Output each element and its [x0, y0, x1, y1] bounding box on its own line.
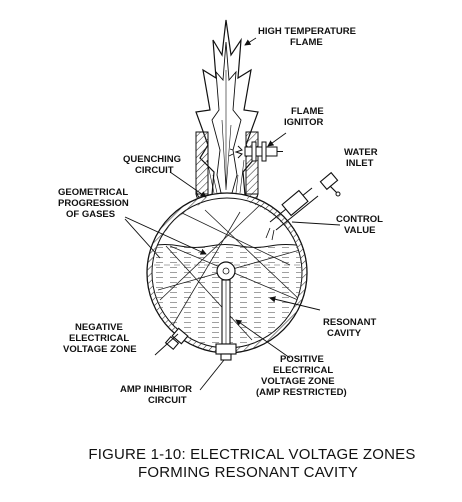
svg-text:(AMP RESTRICTED): (AMP RESTRICTED)	[256, 387, 347, 398]
svg-text:ELECTRICAL: ELECTRICAL	[69, 333, 129, 344]
water-inlet-valve	[265, 171, 341, 241]
svg-text:WATER: WATER	[344, 147, 378, 158]
svg-text:OF GASES: OF GASES	[66, 209, 115, 220]
svg-text:INLET: INLET	[346, 158, 374, 169]
svg-text:QUENCHING: QUENCHING	[123, 154, 181, 165]
svg-text:VOLTAGE ZONE: VOLTAGE ZONE	[63, 344, 137, 355]
svg-text:FLAME: FLAME	[290, 37, 323, 48]
svg-text:FIGURE 1-10: ELECTRICAL VOLTAG: FIGURE 1-10: ELECTRICAL VOLTAGE ZONES	[88, 446, 415, 463]
svg-text:CAVITY: CAVITY	[327, 328, 362, 339]
svg-text:ELECTRICAL: ELECTRICAL	[273, 365, 333, 376]
figure-caption: FIGURE 1-10: ELECTRICAL VOLTAGE ZONES FO…	[88, 446, 415, 481]
svg-text:NEGATIVE: NEGATIVE	[75, 322, 123, 333]
svg-text:CIRCUIT: CIRCUIT	[148, 395, 187, 406]
svg-text:GEOMETRICAL: GEOMETRICAL	[58, 187, 128, 198]
label-geometrical: GEOMETRICAL PROGRESSION OF GASES	[58, 187, 129, 220]
svg-text:CIRCUIT: CIRCUIT	[135, 165, 174, 176]
svg-text:FLAME: FLAME	[291, 106, 324, 117]
svg-text:POSITIVE: POSITIVE	[280, 354, 324, 365]
flame-ignitor	[228, 141, 283, 162]
svg-text:HIGH TEMPERATURE: HIGH TEMPERATURE	[258, 26, 356, 37]
svg-text:AMP INHIBITOR: AMP INHIBITOR	[120, 384, 192, 395]
svg-text:IGNITOR: IGNITOR	[284, 117, 324, 128]
negative-electrode-plug	[164, 327, 189, 351]
svg-text:RESONANT: RESONANT	[323, 317, 377, 328]
svg-text:VALUE: VALUE	[344, 225, 376, 236]
label-water-inlet: WATER INLET	[344, 147, 378, 169]
label-flame: HIGH TEMPERATURE FLAME	[258, 26, 356, 48]
label-ignitor: FLAME IGNITOR	[284, 106, 324, 128]
svg-text:FORMING RESONANT CAVITY: FORMING RESONANT CAVITY	[138, 464, 358, 481]
label-positive-zone: POSITIVE ELECTRICAL VOLTAGE ZONE (AMP RE…	[256, 354, 347, 398]
svg-text:CONTROL: CONTROL	[336, 214, 383, 225]
svg-text:PROGRESSION: PROGRESSION	[58, 198, 129, 209]
label-negative-zone: NEGATIVE ELECTRICAL VOLTAGE ZONE	[63, 322, 137, 355]
label-control-value: CONTROL VALUE	[336, 214, 383, 236]
label-amp-inhibitor: AMP INHIBITOR CIRCUIT	[120, 384, 192, 406]
amp-inhibitor-rod	[215, 261, 237, 361]
leader-lines	[124, 37, 341, 391]
label-quenching: QUENCHING CIRCUIT	[123, 154, 181, 176]
svg-text:VOLTAGE ZONE: VOLTAGE ZONE	[261, 376, 335, 387]
label-resonant-cavity: RESONANT CAVITY	[323, 317, 377, 339]
